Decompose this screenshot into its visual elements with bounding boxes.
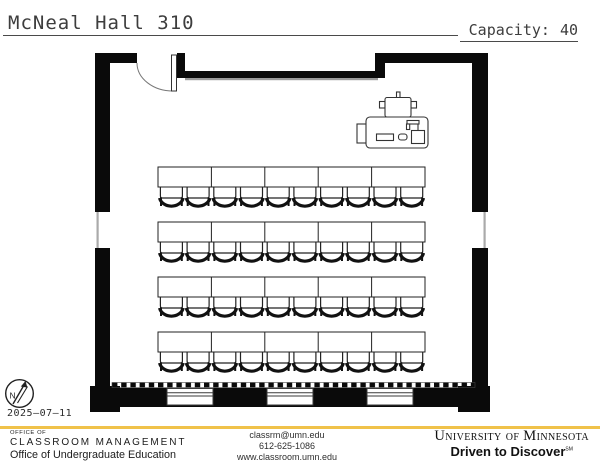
seating-row — [157, 276, 426, 318]
seating-row — [157, 331, 426, 373]
keyboard-icon — [375, 133, 395, 142]
contact-email: classrm@umn.edu — [249, 430, 325, 440]
umn-wordmark: University of Minnesota — [434, 428, 589, 444]
umn-brand-block: University of Minnesota Driven to Discov… — [434, 429, 589, 458]
instructor-console-icon — [356, 91, 429, 149]
contact-web: www.classroom.umn.edu — [236, 451, 338, 462]
document-camera-icon — [405, 119, 426, 145]
north-label: N — [10, 391, 16, 401]
table — [157, 221, 426, 243]
capacity-badge: Capacity: 40 — [460, 21, 578, 42]
bottom-window — [166, 388, 214, 406]
service-mark: SM — [565, 446, 573, 453]
capacity-value: 40 — [559, 21, 578, 39]
right-window — [483, 212, 486, 248]
bottom-window — [366, 388, 414, 406]
whiteboard-dashed-strip — [111, 382, 476, 388]
projector-icon — [378, 91, 418, 118]
contact-block: classrm@umn.edu 612-625-1086 www.classro… — [217, 430, 357, 462]
capacity-label: Capacity: — [468, 21, 550, 39]
seating-row — [157, 221, 426, 263]
mouse-icon — [397, 133, 408, 141]
office-of-label: OFFICE OF — [10, 430, 47, 436]
umn-tagline: Driven to DiscoverSM — [450, 444, 573, 459]
left-window — [96, 212, 99, 248]
table — [157, 331, 426, 353]
title-rule — [3, 35, 458, 36]
student-seating — [157, 166, 426, 373]
undergraduate-education-label: Office of Undergraduate Education — [10, 449, 177, 462]
plan-date: 2025–07–11 — [7, 408, 73, 419]
table — [157, 276, 426, 298]
bottom-windows — [166, 388, 414, 406]
north-arrow-icon: N — [4, 379, 35, 409]
door-leaf — [171, 54, 177, 92]
gold-divider — [0, 426, 600, 429]
contact-phone: 612-625-1086 — [258, 440, 316, 451]
seating-row — [157, 166, 426, 208]
bottom-window — [266, 388, 314, 406]
page-title: McNeal Hall 310 — [8, 12, 195, 34]
office-block: OFFICE OF CLASSROOM MANAGEMENT Office of… — [10, 430, 187, 462]
table — [157, 166, 426, 188]
entry-door — [136, 54, 177, 92]
classroom-management-label: CLASSROOM MANAGEMENT — [10, 436, 187, 448]
